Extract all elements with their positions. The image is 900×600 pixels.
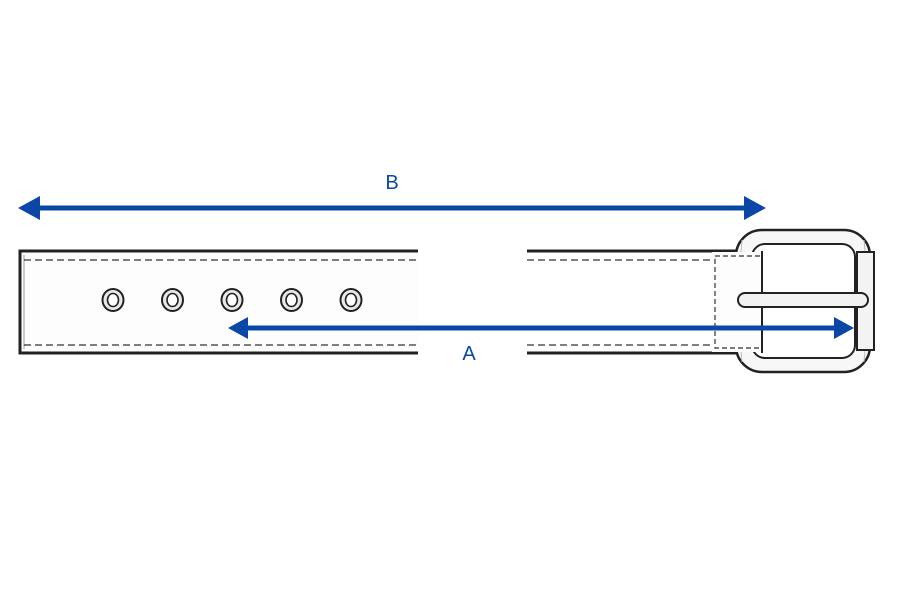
dimension-b-arrowhead-left: [18, 196, 40, 220]
belt-buckle: [712, 228, 875, 374]
belt-hole-inner: [225, 292, 239, 308]
buckle-prong: [737, 292, 869, 308]
dimension-a-arrowhead-right: [834, 317, 854, 339]
dimension-a-arrow: [228, 317, 854, 339]
belt-hole-inner: [166, 292, 179, 308]
dimension-a-arrowhead-left: [228, 317, 248, 339]
belt-hole-inner: [106, 292, 120, 308]
dimension-b-arrow: [18, 196, 766, 220]
dimension-b-arrowhead-right: [744, 196, 766, 220]
belt-right-outline: [527, 249, 765, 355]
buckle-fold-stitching-front: [714, 255, 760, 349]
dimension-b-label: B: [385, 172, 399, 194]
belt-hole-inner: [285, 292, 298, 308]
dimension-a-label: A: [462, 343, 476, 365]
belt-hole-inner: [344, 292, 358, 308]
belt-holes: [101, 288, 363, 312]
